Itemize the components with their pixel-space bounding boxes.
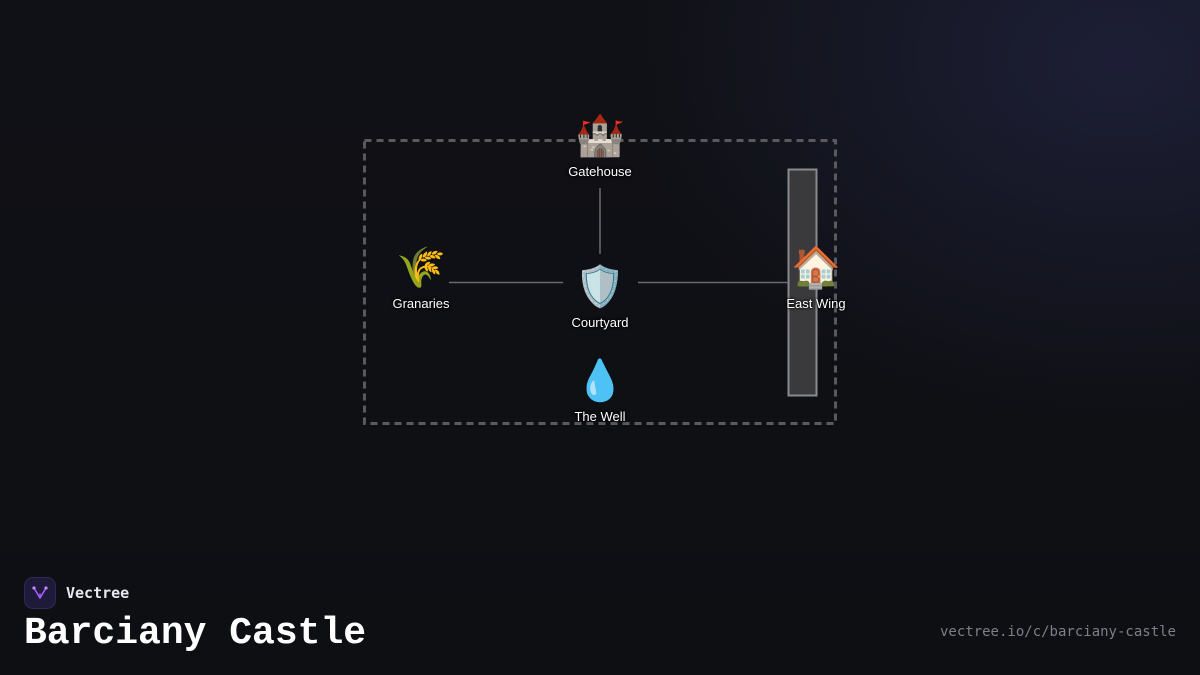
castle-wall-boundary [363,139,837,425]
node-the-well[interactable]: 💧 The Well [530,357,670,424]
node-label-courtyard: Courtyard [571,315,629,330]
shield-icon: 🛡️ [575,264,625,310]
page-url[interactable]: vectree.io/c/barciany-castle [939,624,1176,640]
node-label-the-well: The Well [574,409,626,424]
node-courtyard[interactable]: 🛡️ Courtyard [530,263,670,330]
node-label-gatehouse: Gatehouse [568,164,632,179]
page-title: Barciany Castle [24,612,367,655]
node-granaries[interactable]: 🌾 Granaries [351,244,491,311]
water-drop-icon: 💧 [575,358,625,404]
wheat-icon: 🌾 [396,245,446,291]
node-east-wing[interactable]: 🏠 East Wing [746,244,886,311]
castle-icon: 🏰 [575,113,625,159]
brand[interactable]: Vectree [24,577,129,609]
east-wing-building [787,168,818,397]
house-icon: 🏠 [791,245,841,291]
node-label-east-wing: East Wing [786,296,846,311]
vectree-logo-icon [24,577,56,609]
node-gatehouse[interactable]: 🏰 Gatehouse [530,112,670,179]
node-label-granaries: Granaries [392,296,450,311]
brand-name: Vectree [66,584,130,602]
